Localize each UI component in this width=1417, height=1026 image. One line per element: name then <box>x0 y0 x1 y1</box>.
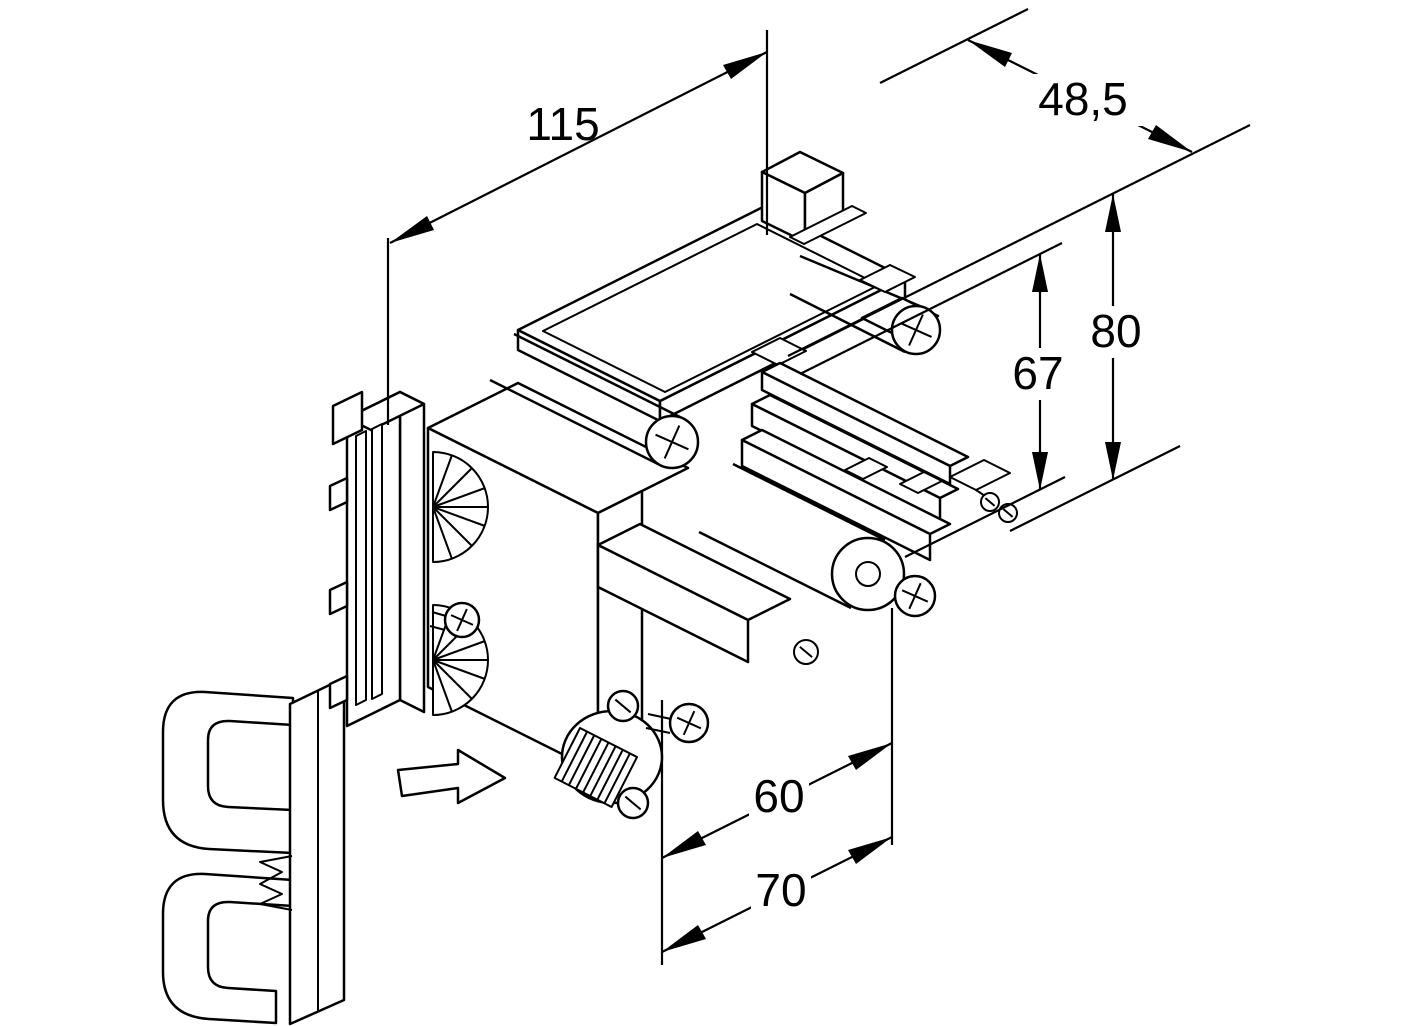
arrowhead-icon <box>1148 125 1192 152</box>
dim-70-group: 70 <box>661 836 893 953</box>
extension-line <box>879 8 1029 84</box>
din-rail-hook-lower <box>161 872 295 1025</box>
dim-label-60: 60 <box>753 770 804 822</box>
arm-end-bracket <box>949 459 1018 523</box>
clamp-spring <box>553 727 639 808</box>
extension-line <box>787 124 1251 357</box>
dim-60-group: 60 <box>660 608 894 965</box>
plate-tab-2 <box>328 580 349 616</box>
arm-slats <box>740 361 970 665</box>
phillips-screw-icon <box>900 314 932 346</box>
arrowhead-icon <box>390 216 434 243</box>
arrowhead-icon <box>662 925 706 952</box>
top-cover <box>516 205 907 423</box>
dim-label-115: 115 <box>526 98 599 150</box>
dim-115-group: 115 <box>386 30 769 425</box>
arrowhead-icon <box>723 52 767 79</box>
rail-channel <box>259 676 346 1026</box>
arrowhead-icon <box>848 837 892 864</box>
insert-direction-arrow <box>396 748 507 805</box>
extension-line <box>799 242 1063 375</box>
dim-label-67: 67 <box>1012 347 1063 399</box>
roller-top-right <box>789 254 942 356</box>
arrowhead-icon <box>1105 194 1121 232</box>
dim-80-group: 80 <box>1009 194 1181 532</box>
din-rail-hook-upper <box>161 690 295 855</box>
dim-label-48-5: 48,5 <box>1038 73 1128 125</box>
arrowhead-icon <box>968 40 1012 67</box>
plate-tab-top <box>331 390 364 446</box>
plate-tab-3 <box>328 674 349 710</box>
dimension-line <box>389 51 768 244</box>
mounting-plate <box>328 390 426 728</box>
spring-clip-zigzag <box>259 855 293 911</box>
arrowhead-icon <box>1032 254 1048 292</box>
centre-beam <box>596 522 792 664</box>
roller-lower-right <box>698 462 937 618</box>
dim-label-80: 80 <box>1090 305 1141 357</box>
cable-clamp <box>553 689 710 820</box>
arrowhead-icon <box>848 743 892 770</box>
extension-line <box>904 476 1066 558</box>
phillips-screw-icon <box>901 582 929 610</box>
dim-67-group: 67 <box>799 242 1068 558</box>
dim-label-70: 70 <box>755 864 806 916</box>
plate-tab-1 <box>328 476 349 512</box>
arrowhead-icon <box>1105 442 1121 480</box>
dim-48-5-group: 48,5 <box>787 8 1251 357</box>
arrowhead-icon <box>662 831 706 858</box>
phillips-screw-icon <box>655 425 689 459</box>
top-mounting-tab <box>760 150 867 245</box>
roller-top-centre <box>489 332 700 470</box>
extension-line <box>1009 445 1181 532</box>
arrowhead-icon <box>1032 452 1048 490</box>
screw-left-phillips <box>429 601 481 639</box>
